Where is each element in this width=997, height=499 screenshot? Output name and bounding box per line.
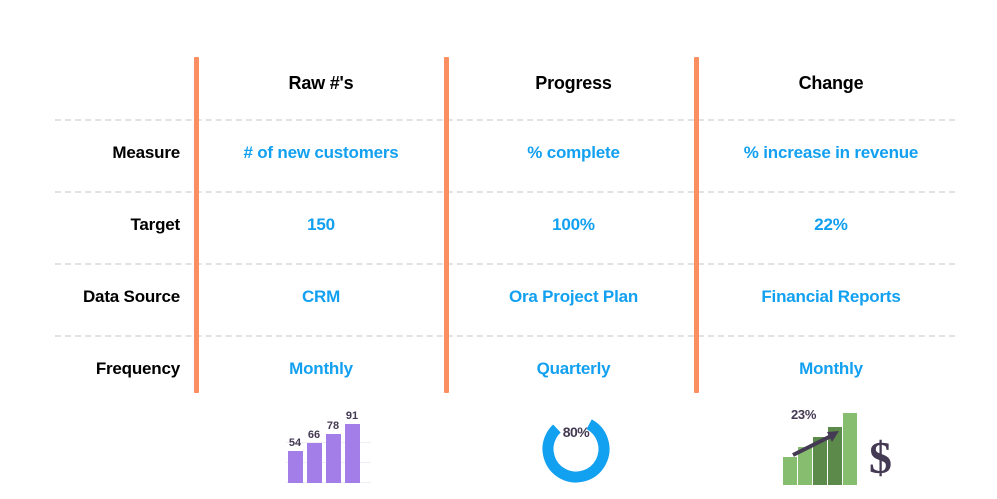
- cell-frequency-raw-numbers: Monthly: [289, 359, 353, 378]
- bar-4: [345, 424, 360, 483]
- row-divider-1: [55, 119, 955, 121]
- row-divider-3: [55, 263, 955, 265]
- cell-target-change: 22%: [814, 215, 848, 234]
- row-divider-2: [55, 191, 955, 193]
- cell-data-source-progress: Ora Project Plan: [508, 287, 639, 306]
- donut-ring: [538, 411, 614, 487]
- column-divider-1: [194, 57, 199, 393]
- donut-center-label: 80%: [562, 424, 590, 440]
- cell-measure-change: % increase in revenue: [743, 143, 919, 162]
- row-label-frequency: Frequency: [95, 359, 180, 378]
- cell-data-source-raw-numbers: CRM: [301, 287, 341, 306]
- bar-chart-plot: 54 66 78 91: [286, 410, 371, 483]
- bar-label-4: 91: [345, 410, 359, 422]
- cell-target-progress: 100%: [552, 215, 595, 234]
- growth-arrow-icon: 23% $: [783, 394, 913, 489]
- column-header-raw-numbers: Raw #'s: [288, 73, 354, 93]
- cell-target-raw-numbers: 150: [307, 215, 335, 234]
- row-label-measure: Measure: [112, 143, 180, 162]
- bar-2: [307, 443, 322, 483]
- growth-bar-plot: 23%: [783, 407, 861, 485]
- bar-label-3: 78: [326, 420, 340, 432]
- green-bar-5: [843, 413, 857, 485]
- dollar-sign-icon: $: [869, 432, 892, 483]
- column-header-progress: Progress: [535, 73, 612, 93]
- cell-frequency-change: Monthly: [799, 359, 863, 378]
- green-bar-3: [813, 437, 827, 485]
- row-label-target: Target: [130, 215, 181, 234]
- green-bar-2: [798, 447, 812, 485]
- column-header-change: Change: [798, 73, 864, 93]
- bar-label-2: 66: [307, 429, 321, 441]
- row-label-data-source: Data Source: [82, 287, 180, 306]
- green-bar-1: [783, 457, 797, 485]
- trend-arrow-svg: [792, 431, 839, 457]
- cell-measure-progress: % complete: [527, 143, 620, 162]
- donut-progress-icon: 80%: [538, 394, 628, 489]
- column-divider-3: [694, 57, 699, 393]
- bar-label-1: 54: [288, 437, 302, 449]
- donut-svg: [542, 415, 610, 483]
- green-bar-4: [828, 427, 842, 485]
- cell-measure-raw-numbers: # of new customers: [243, 143, 399, 162]
- cell-frequency-progress: Quarterly: [536, 359, 611, 378]
- bar-3: [326, 434, 341, 483]
- bar-chart-icon: 54 66 78 91: [286, 394, 376, 489]
- cell-data-source-change: Financial Reports: [761, 287, 901, 306]
- row-divider-4: [55, 335, 955, 337]
- bar-1: [288, 451, 303, 483]
- column-divider-2: [444, 57, 449, 393]
- growth-percent-label: 23%: [791, 407, 817, 422]
